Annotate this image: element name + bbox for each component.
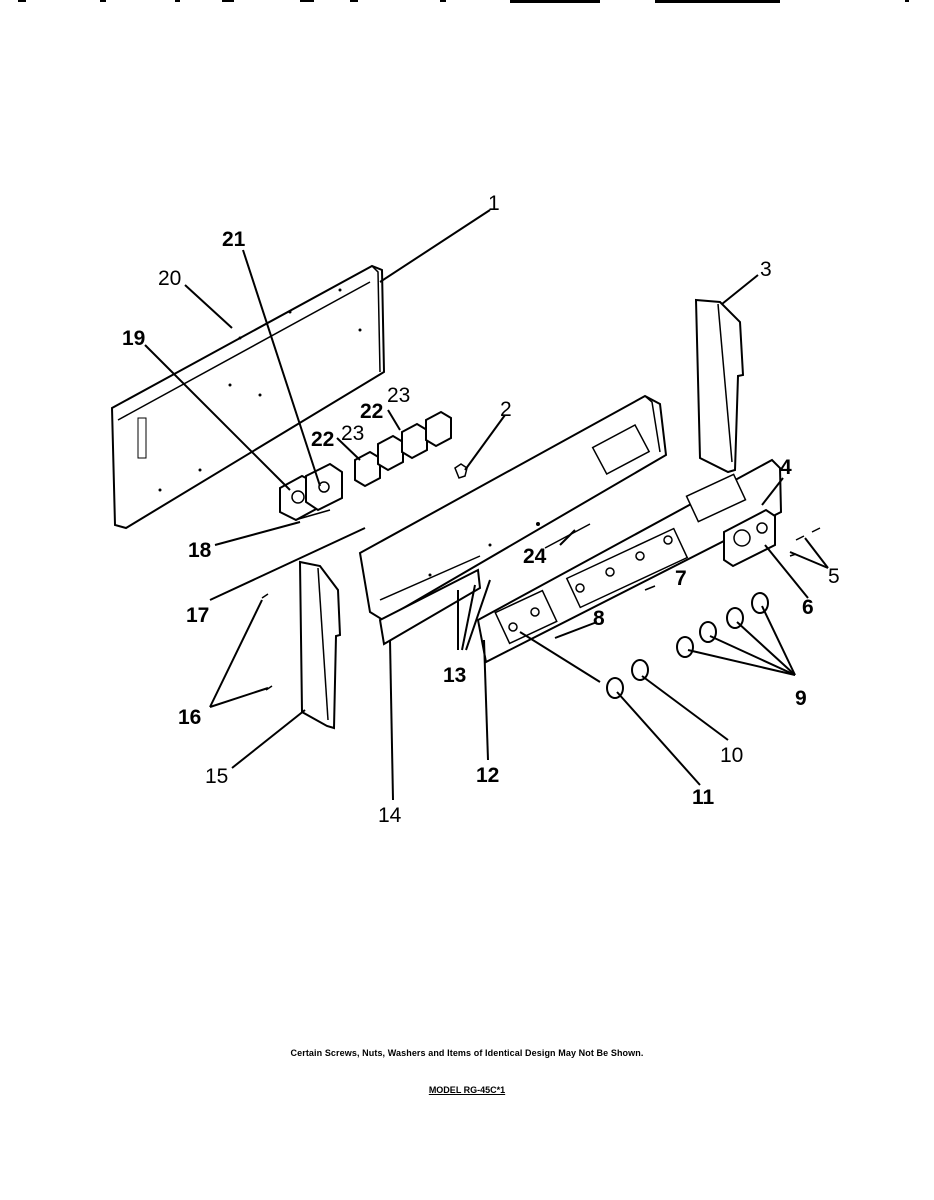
- callout-8: 8: [593, 607, 605, 630]
- callout-22a: 22: [311, 428, 334, 451]
- callout-11: 11: [692, 786, 715, 809]
- callout-7: 7: [675, 567, 687, 590]
- callout-24: 24: [523, 545, 547, 568]
- callout-10: 10: [720, 744, 743, 767]
- control-panel: [476, 458, 783, 664]
- leader-lines: [144, 209, 829, 801]
- callout-22b: 22: [360, 400, 383, 423]
- callout-20: 20: [158, 267, 181, 290]
- callout-14: 14: [378, 804, 402, 827]
- callout-2: 2: [500, 398, 512, 421]
- callout-19: 19: [122, 327, 145, 350]
- callout-12: 12: [476, 764, 499, 787]
- manifold-panel: [358, 394, 668, 646]
- knobs: [606, 592, 769, 699]
- callout-labels: 1 2 3 4 5 6 7 8 9 10 11 12 13 14 15 16 1…: [122, 192, 840, 827]
- callout-18: 18: [188, 539, 212, 562]
- callout-1: 1: [488, 192, 500, 215]
- right-end-cap: [694, 298, 745, 474]
- screw-7: [644, 585, 656, 591]
- callout-9: 9: [795, 687, 807, 710]
- callout-23b: 23: [387, 384, 410, 407]
- clock-assembly: [723, 508, 776, 568]
- callout-4: 4: [780, 456, 792, 479]
- terminal-blocks: [354, 410, 452, 488]
- callout-13: 13: [443, 664, 466, 687]
- callout-16: 16: [178, 706, 201, 729]
- callout-21: 21: [222, 228, 246, 251]
- callout-6: 6: [802, 596, 814, 619]
- top-edge-marks: [18, 0, 909, 3]
- callout-5: 5: [828, 565, 840, 588]
- back-panel: [110, 264, 386, 530]
- left-end-cap: [298, 560, 342, 730]
- callout-23a: 23: [341, 422, 364, 445]
- switch-assembly: [279, 462, 343, 522]
- clip-part: [454, 463, 468, 479]
- callout-17: 17: [186, 604, 209, 627]
- disclaimer-note: Certain Screws, Nuts, Washers and Items …: [290, 1048, 644, 1058]
- model-number: MODEL RG-45C*1: [428, 1085, 506, 1095]
- screws-16: [261, 593, 273, 691]
- callout-3: 3: [760, 258, 772, 281]
- callout-15: 15: [205, 765, 228, 788]
